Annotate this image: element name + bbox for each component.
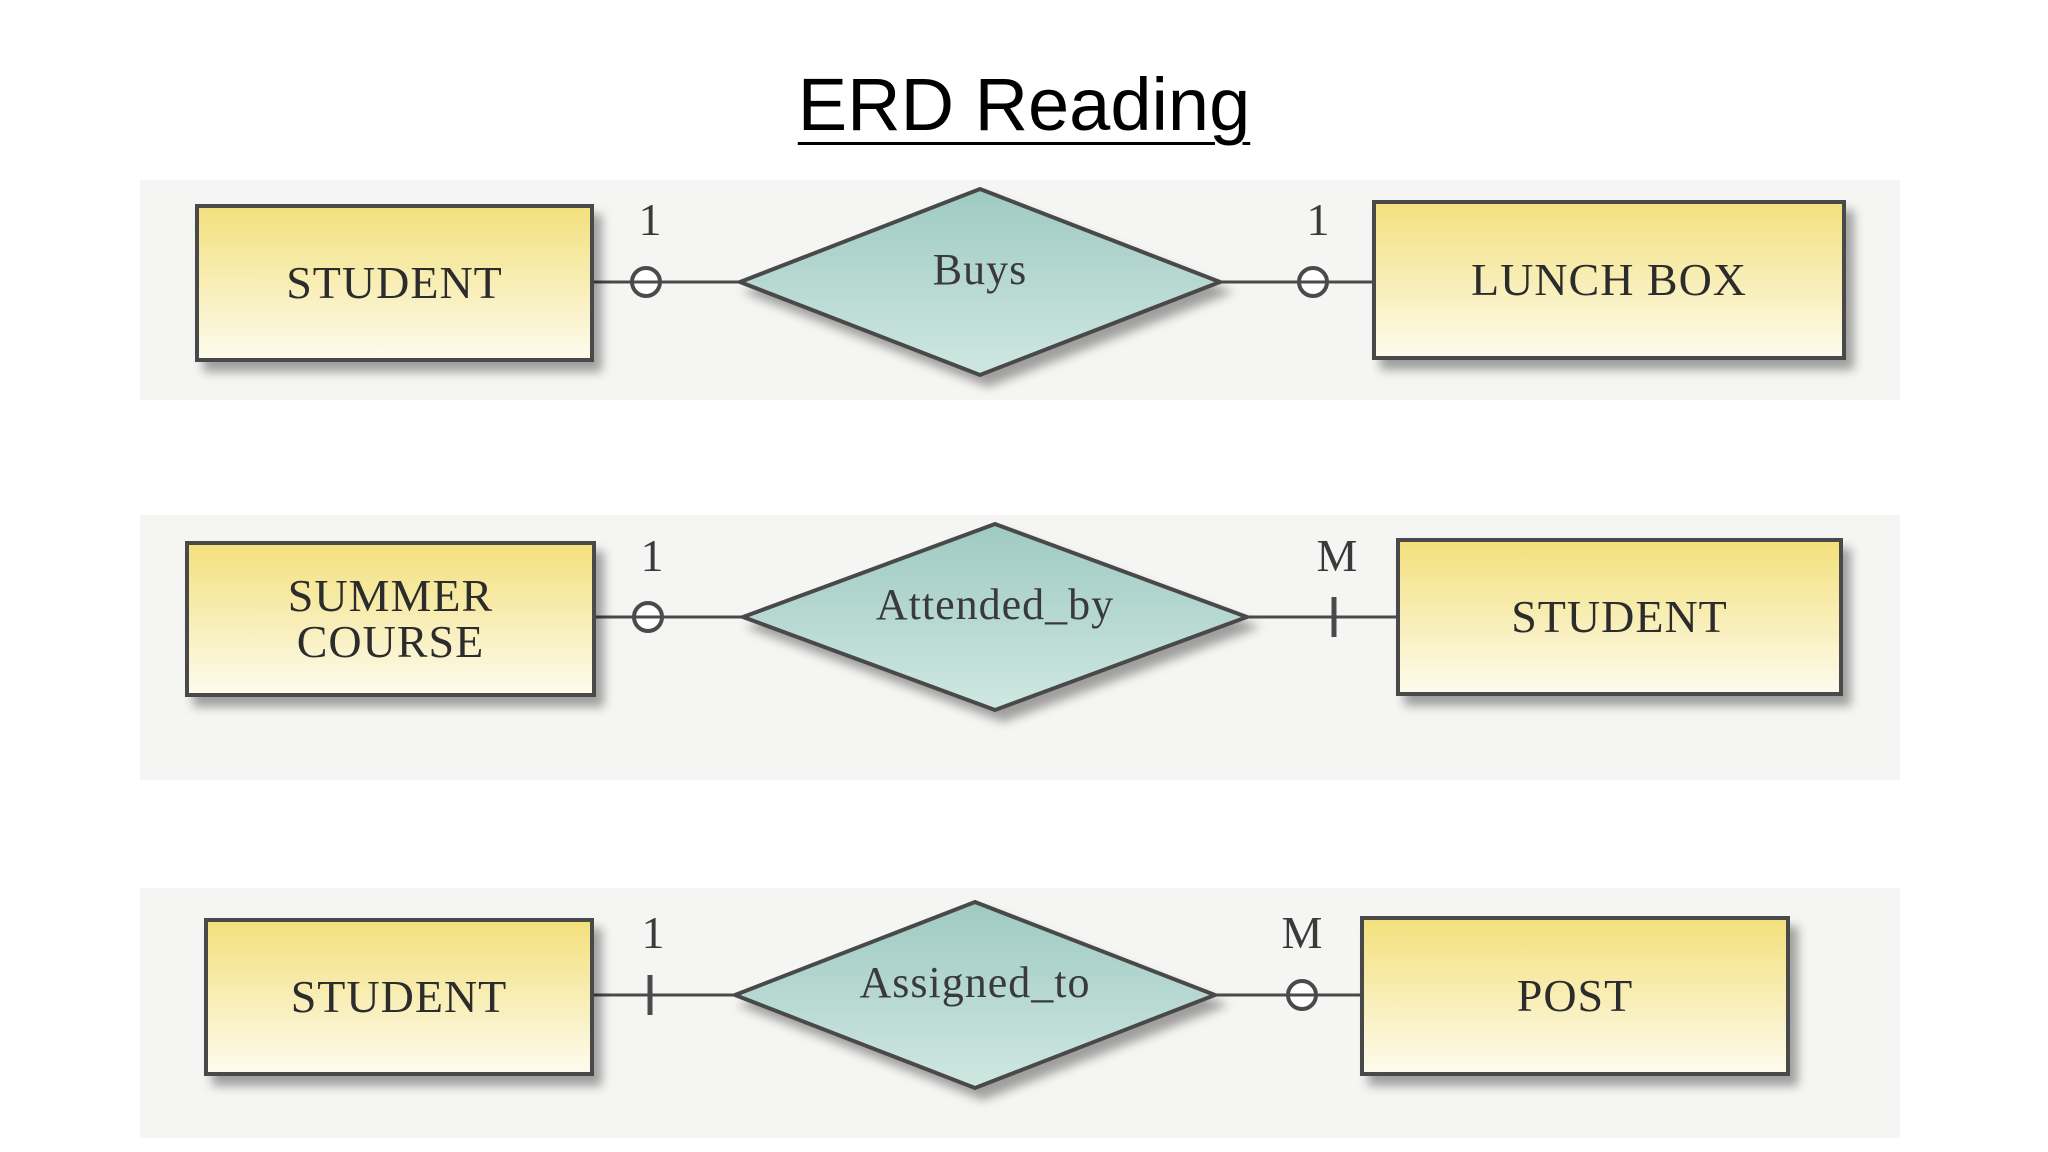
- entity-right: POST: [1360, 916, 1790, 1076]
- slide-title: ERD Reading: [0, 62, 2048, 147]
- entity-left: STUDENT: [204, 918, 594, 1076]
- relationship-diamond-shape: [729, 899, 1221, 1091]
- relationship-label: Attended_by: [876, 580, 1114, 629]
- left-cardinality: 1: [642, 907, 665, 958]
- right-cardinality: M: [1282, 907, 1323, 958]
- relationship-diamond-shape: [734, 186, 1226, 378]
- relationship-diamond: Assigned_to: [729, 899, 1221, 1091]
- relationship-diamond-shape: [737, 521, 1253, 713]
- relationship-label: Assigned_to: [860, 958, 1091, 1007]
- relationship-diamond: Buys: [734, 186, 1226, 378]
- entity-right-label: POST: [1517, 970, 1633, 1021]
- entity-left-box: [204, 918, 594, 1076]
- relationship-group-3: STUDENT POST Assigned_to 1 M: [140, 888, 1900, 1138]
- entity-right-box: [1372, 200, 1846, 360]
- entity-left-label: STUDENT: [286, 257, 503, 308]
- right-cardinality: M: [1317, 530, 1358, 581]
- entity-right-box: [1396, 538, 1843, 696]
- entity-left-label: SUMMER: [288, 570, 493, 621]
- right-cardinality: 1: [1307, 194, 1330, 245]
- entity-left-box: [195, 204, 594, 362]
- relationship-diamond: Attended_by: [737, 521, 1253, 713]
- entity-right: LUNCH BOX: [1372, 200, 1846, 360]
- slide-title-text: ERD Reading: [797, 63, 1251, 146]
- entity-right-label: LUNCH BOX: [1471, 254, 1747, 305]
- relationship-label: Buys: [933, 245, 1027, 294]
- left-cardinality: 1: [639, 194, 662, 245]
- entity-right: STUDENT: [1396, 538, 1843, 696]
- entity-left-label: COURSE: [297, 616, 484, 667]
- entity-left: STUDENT: [195, 204, 594, 362]
- entity-left-label: STUDENT: [291, 971, 508, 1022]
- entity-right-label: STUDENT: [1511, 591, 1728, 642]
- relationship-group-1: STUDENT LUNCH BOX Buys 1 1: [140, 180, 1900, 400]
- left-cardinality: 1: [641, 530, 664, 581]
- entity-right-box: [1360, 916, 1790, 1076]
- entity-left-box: [185, 541, 596, 697]
